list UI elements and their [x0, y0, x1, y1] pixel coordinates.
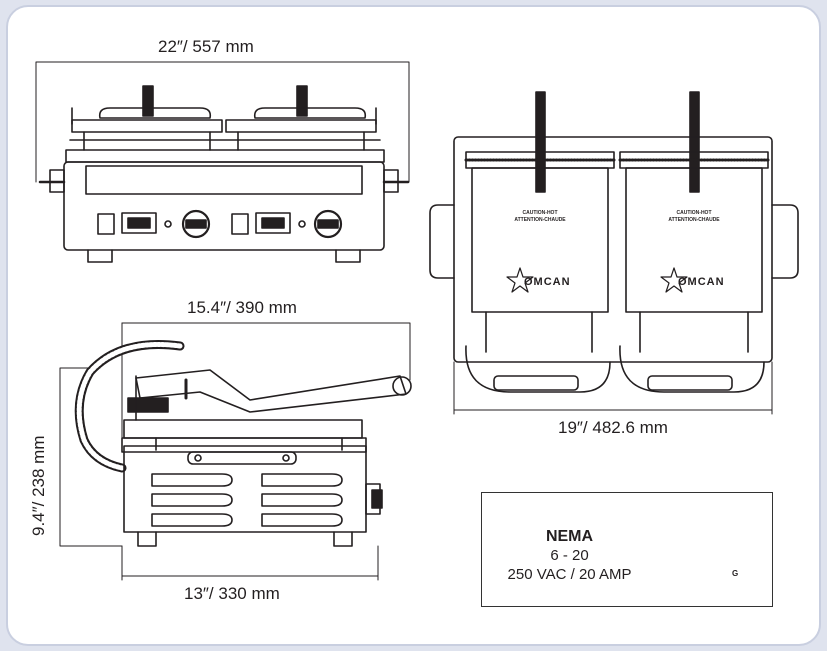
front-width-label: 22″/ 557 mm — [158, 37, 254, 56]
side-view-drawing — [59, 322, 412, 581]
ground-label: G — [732, 569, 739, 578]
top-width-label: 19″/ 482.6 mm — [558, 418, 668, 437]
nema-text-block: NEMA 6 - 20 250 VAC / 20 AMP — [482, 527, 657, 584]
front-view-drawing — [35, 61, 410, 263]
side-height-label: 9.4″/ 238 mm — [29, 435, 48, 536]
nema-rating: 250 VAC / 20 AMP — [507, 566, 632, 583]
nema-type: 6 - 20 — [550, 547, 589, 564]
top-view-drawing — [429, 91, 799, 415]
nema-title: NEMA — [545, 528, 594, 545]
brand-logo-right: OMCAN — [678, 276, 725, 288]
nema-spec-box: NEMA 6 - 20 250 VAC / 20 AMP G — [481, 492, 773, 607]
side-base-label: 13″/ 330 mm — [184, 584, 280, 603]
side-depth-label: 15.4″/ 390 mm — [187, 298, 297, 317]
brand-logo-left: OMCAN — [524, 276, 571, 288]
